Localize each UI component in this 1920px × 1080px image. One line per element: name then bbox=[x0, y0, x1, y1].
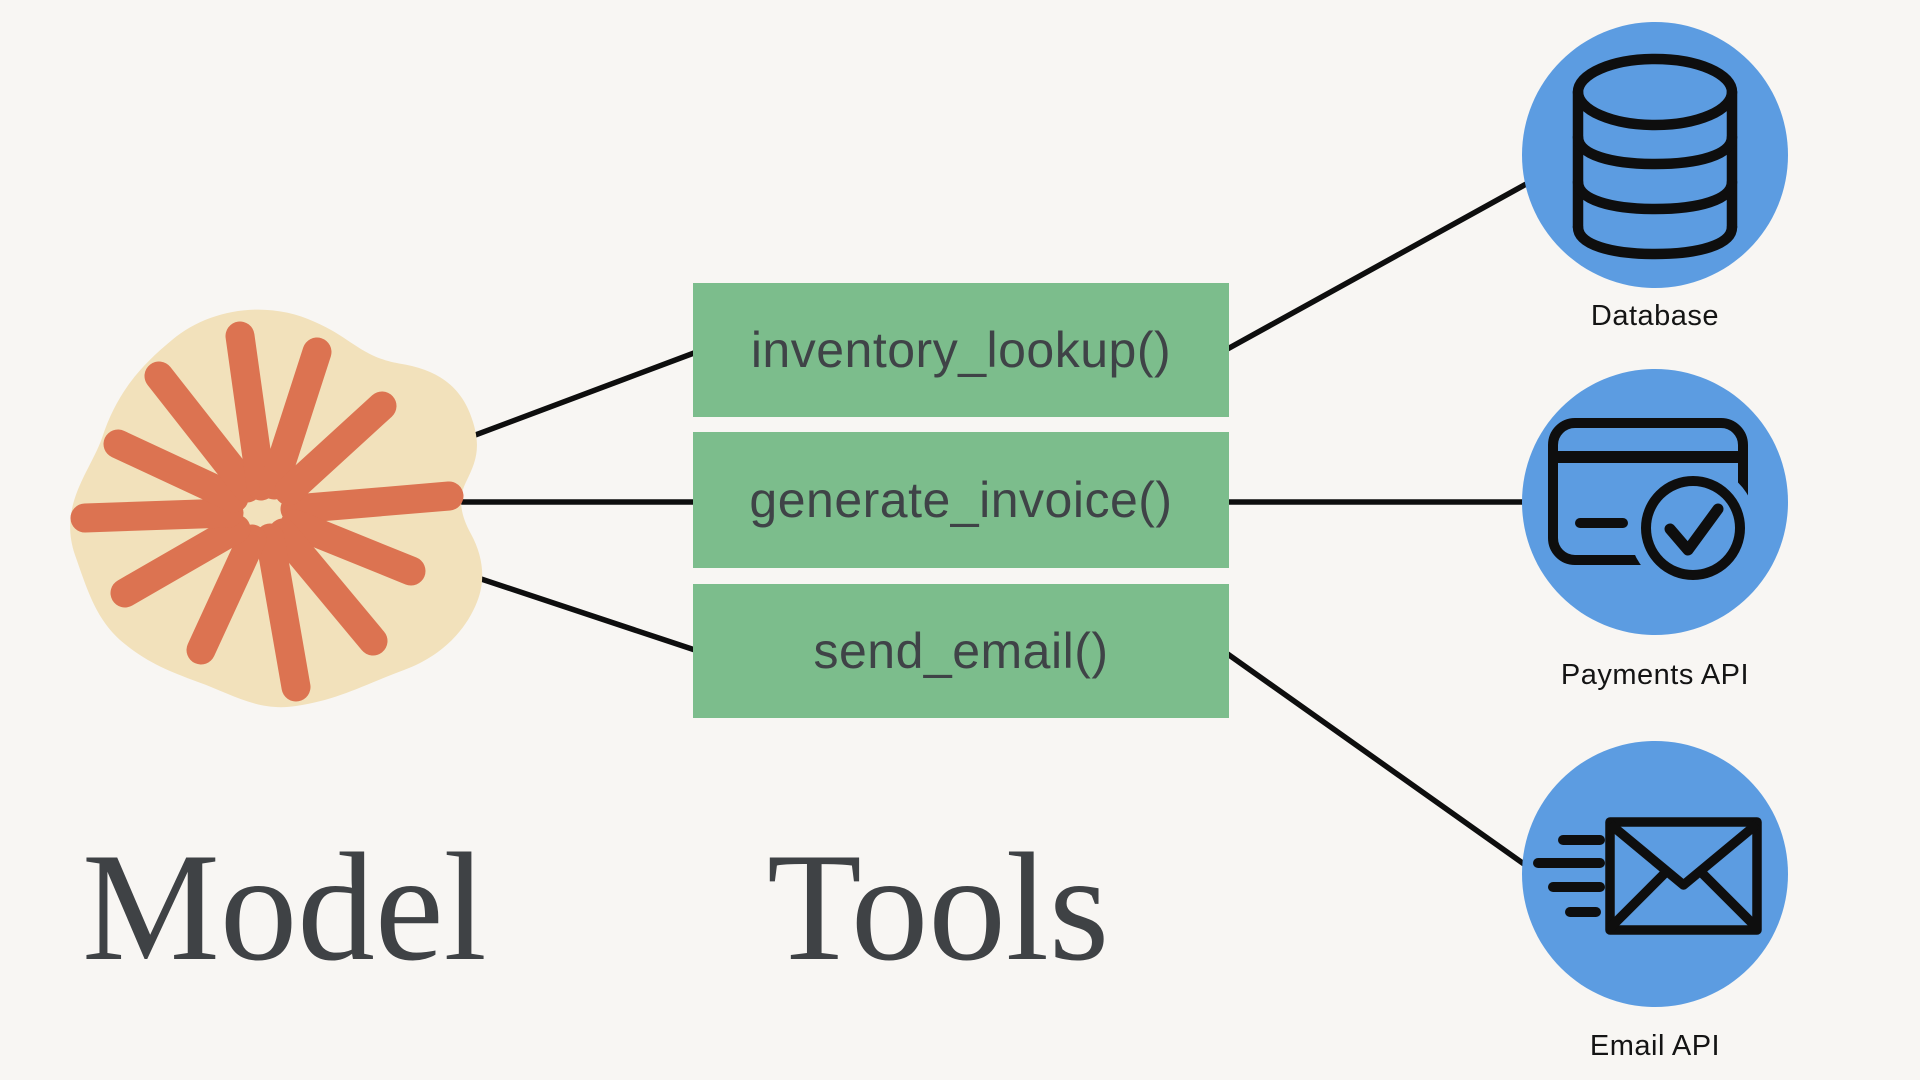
connector-inventory-to-database bbox=[1219, 169, 1551, 355]
service-label-database: Database bbox=[1590, 300, 1720, 332]
tool-box-label: inventory_lookup() bbox=[750, 322, 1172, 378]
email-send-icon bbox=[1533, 817, 1762, 935]
tools-heading: Tools bbox=[767, 821, 1110, 993]
connector-model-to-inventory bbox=[427, 344, 713, 455]
service-label-email-api: Email API bbox=[1589, 1030, 1721, 1062]
service-label-payments-api: Payments API bbox=[1560, 659, 1750, 691]
model-heading: Model bbox=[82, 821, 487, 993]
service-circle-payments bbox=[1522, 369, 1788, 635]
tool-box-label: send_email() bbox=[813, 623, 1109, 679]
tool-box-send-email: send_email() bbox=[693, 584, 1229, 718]
connector-email-to-emailapi bbox=[1219, 647, 1551, 884]
service-circle-email bbox=[1522, 741, 1788, 1007]
tool-box-generate-invoice: generate_invoice() bbox=[693, 432, 1229, 568]
credit-card-check-icon bbox=[1548, 418, 1757, 592]
model-star-icon bbox=[70, 321, 464, 702]
tool-box-inventory-lookup: inventory_lookup() bbox=[693, 283, 1229, 417]
tool-box-label: generate_invoice() bbox=[749, 472, 1173, 528]
service-circle-database bbox=[1522, 22, 1788, 288]
database-icon bbox=[1572, 53, 1738, 260]
